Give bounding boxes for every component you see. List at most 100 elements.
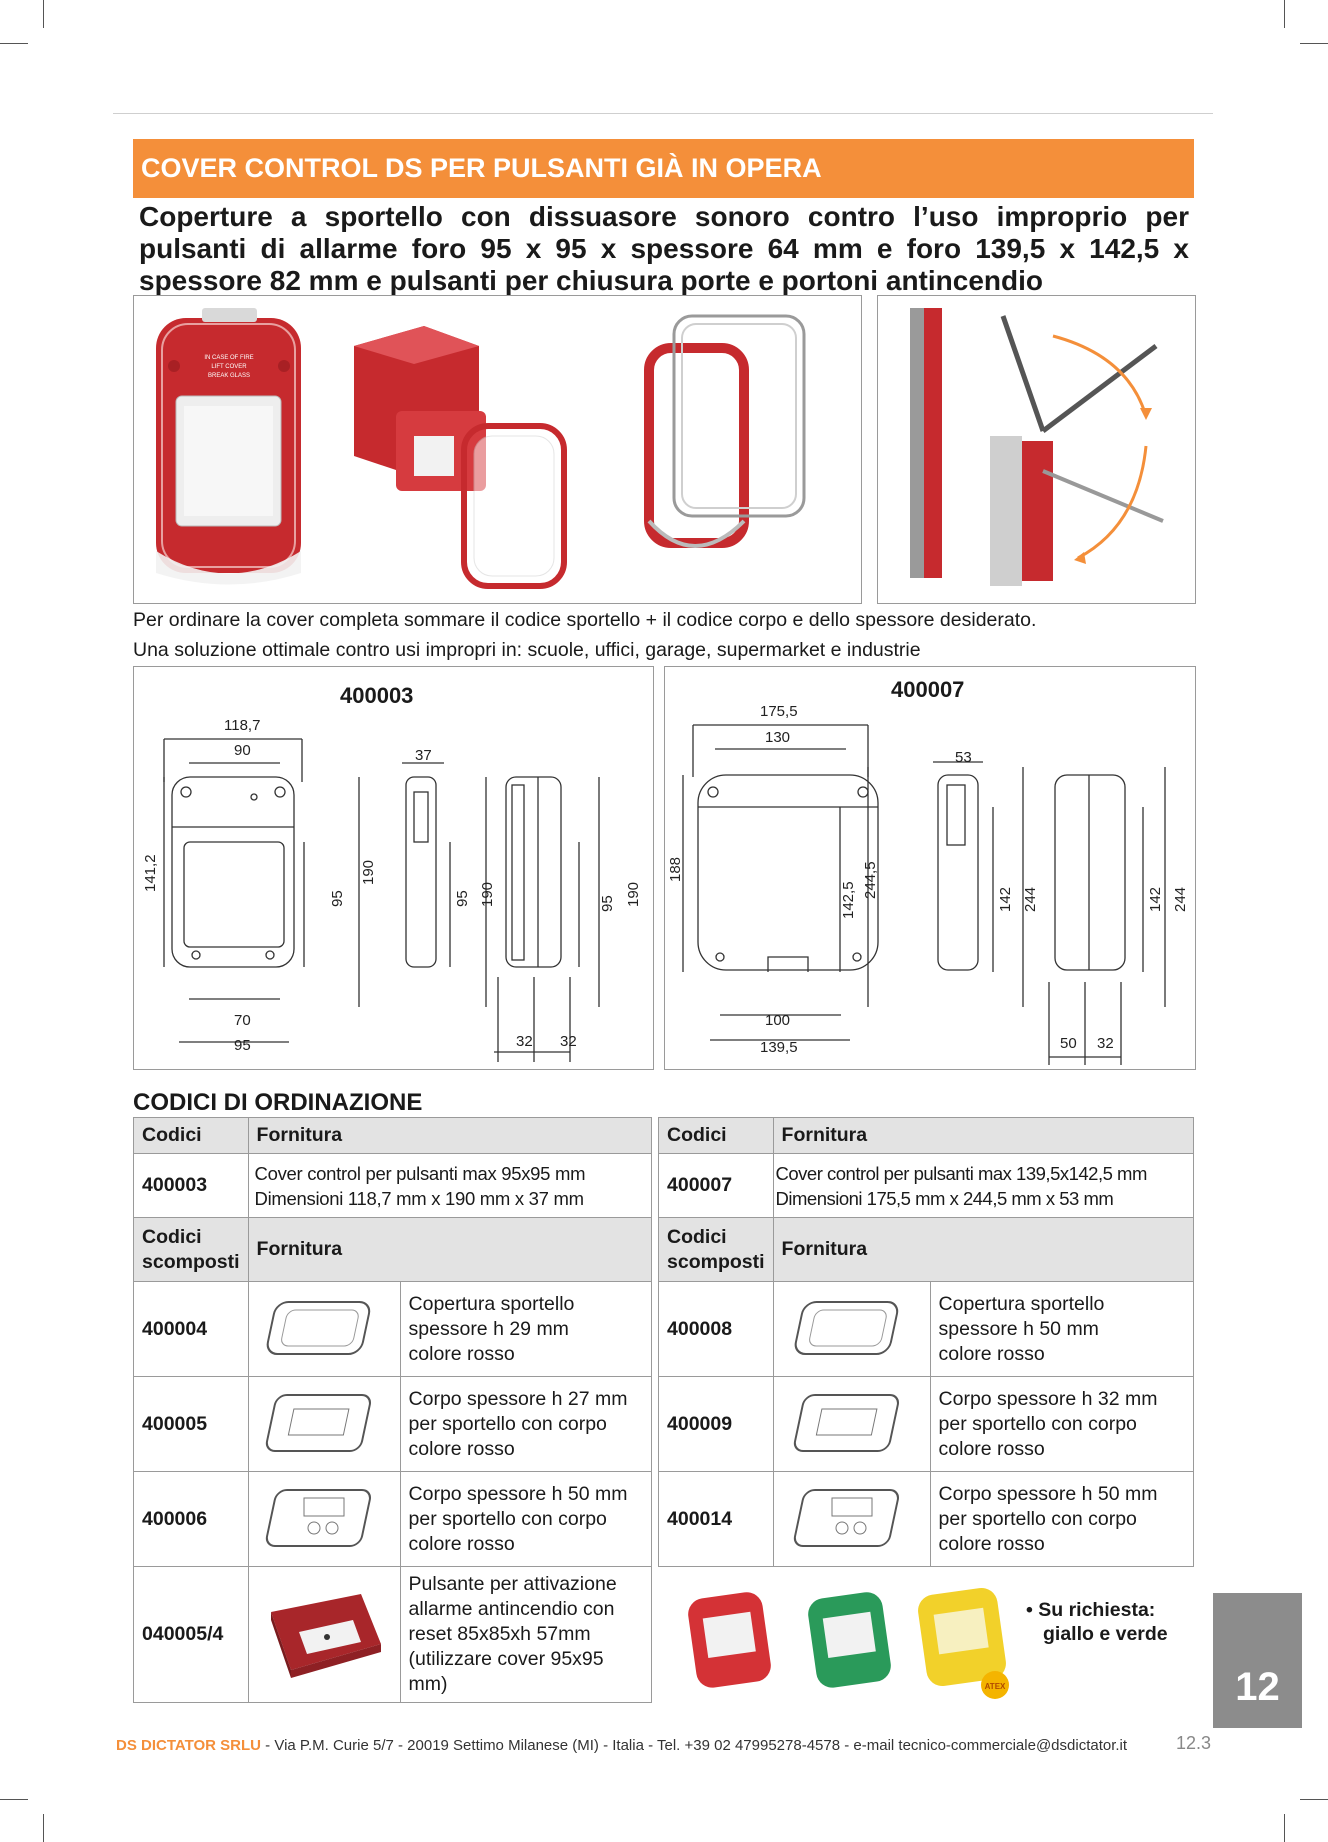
- body-part-icon: [793, 1394, 899, 1452]
- desc-line: Cover control per pulsanti max 95x95 mm: [254, 1162, 586, 1184]
- drawing-title: 400007: [891, 677, 965, 702]
- dim-label: 190: [625, 881, 642, 907]
- desc-line: spessore h 29 mm: [408, 1317, 569, 1340]
- red-variant: [688, 1592, 771, 1688]
- dim-label: 190: [360, 859, 377, 885]
- part-image: [772, 1281, 931, 1377]
- desc-line: Cover control per pulsanti max 139,5x142…: [775, 1162, 1148, 1184]
- desc-line: (utilizzare cover 95x95: [408, 1648, 604, 1670]
- code-cell: 400007: [658, 1153, 774, 1218]
- desc-line: colore rosso: [938, 1342, 1045, 1365]
- code-cell: 400014: [658, 1471, 774, 1567]
- col-header-fornitura: Fornitura: [772, 1117, 1195, 1154]
- atex-badge: ATEX: [985, 1682, 1006, 1691]
- code-cell: 400005: [133, 1376, 249, 1472]
- col-header-codici-scomposti: Codici scomposti: [133, 1217, 249, 1282]
- desc-line: Copertura sportello: [938, 1292, 1105, 1315]
- dim-label: 175,5: [760, 703, 798, 720]
- desc-line: colore rosso: [408, 1342, 515, 1365]
- desc-line: colore rosso: [938, 1532, 1045, 1555]
- dim-label: 139,5: [760, 1039, 798, 1056]
- desc-line: Corpo spessore h 50 mm: [408, 1482, 628, 1505]
- dim-label: 130: [765, 729, 791, 746]
- body-part-icon: [793, 1489, 899, 1547]
- footer-contact: - Via P.M. Curie 5/7 - 20019 Settimo Mil…: [261, 1737, 1128, 1754]
- cover-exploded-photo: [354, 326, 567, 589]
- usage-note: Una soluzione ottimale contro usi improp…: [133, 639, 921, 661]
- part-image: [247, 1281, 401, 1377]
- on-request-note: • Su richiesta: giallo e verde: [1026, 1599, 1168, 1645]
- col-header-fornitura: Fornitura: [247, 1117, 653, 1154]
- product-hinge-photo-box: [877, 295, 1196, 604]
- section-subtitle: Coperture a sportello con dissuasore son…: [139, 201, 1189, 296]
- green-variant: [808, 1592, 891, 1688]
- page-footer: DS DICTATOR SRLU - Via P.M. Curie 5/7 - …: [116, 1737, 1127, 1754]
- dim-label: 95: [599, 895, 616, 912]
- code-cell: 040005/4: [133, 1566, 249, 1703]
- dim-label: 244: [1172, 886, 1189, 912]
- ordering-table-left: Codici Fornitura 400003 Cover control pe…: [133, 1117, 653, 1703]
- crop-mark: [0, 1799, 28, 1800]
- code-cell: 400006: [133, 1471, 249, 1567]
- desc-line: Dimensioni 118,7 mm x 190 mm x 37 mm: [254, 1187, 584, 1209]
- dim-label: 37: [415, 747, 432, 764]
- col-header-codici-scomposti: Codici scomposti: [658, 1217, 774, 1282]
- call-point-icon: [271, 1593, 382, 1678]
- desc-line: Corpo spessore h 32 mm: [938, 1387, 1158, 1410]
- crop-mark: [1300, 1799, 1328, 1800]
- code-cell: 400004: [133, 1281, 249, 1377]
- dim-label: 53: [955, 749, 972, 766]
- dim-label: 190: [479, 881, 496, 907]
- dim-label: 95: [234, 1037, 251, 1054]
- dim-label: 90: [234, 742, 251, 759]
- desc-line: allarme antincendio con: [408, 1598, 615, 1620]
- cover-open-photo: [644, 314, 806, 548]
- col-header-fornitura: Fornitura: [772, 1217, 1195, 1282]
- chapter-tab: 12: [1213, 1593, 1302, 1728]
- col-header-codici: Codici: [658, 1117, 774, 1154]
- crop-mark: [43, 0, 44, 28]
- dim-label: 32: [560, 1033, 577, 1050]
- top-rule: [113, 113, 1213, 114]
- crop-mark: [43, 1814, 44, 1842]
- page-number: 12.3: [1176, 1733, 1212, 1753]
- dim-label: 142: [997, 886, 1014, 912]
- desc-line: mm): [408, 1673, 448, 1695]
- part-image: [772, 1471, 931, 1567]
- drawing-400007: 400007: [664, 666, 1196, 1070]
- dim-label: 188: [667, 856, 684, 882]
- desc-line: per sportello con corpo: [408, 1412, 607, 1435]
- desc-line: spessore h 50 mm: [938, 1317, 1099, 1340]
- desc-line: reset 85x85xh 57mm: [408, 1623, 591, 1645]
- crop-mark: [1284, 1814, 1285, 1842]
- drawing-title: 400003: [340, 683, 414, 708]
- svg-text:LIFT COVER: LIFT COVER: [211, 364, 247, 370]
- desc-line: Pulsante per attivazione: [408, 1573, 617, 1595]
- dim-label: 142,5: [840, 881, 857, 919]
- drawing-400007-lines: [682, 724, 1166, 1065]
- crop-mark: [0, 43, 28, 44]
- ordering-table-right: Codici Fornitura 400007 Cover control pe…: [658, 1117, 1195, 1567]
- part-image: [247, 1376, 401, 1472]
- yellow-variant: ATEX: [918, 1587, 1009, 1699]
- desc-line: Copertura sportello: [408, 1292, 575, 1315]
- product-photos: IN CASE OF FIRE LIFT COVER BREAK GLASS: [156, 308, 806, 589]
- desc-line: colore rosso: [408, 1532, 515, 1555]
- dim-label: 244: [1022, 886, 1039, 912]
- col-header-fornitura: Fornitura: [247, 1217, 653, 1282]
- crop-mark: [1300, 43, 1328, 44]
- desc-line: colore rosso: [938, 1437, 1045, 1460]
- color-variants: ATEX: [688, 1587, 1009, 1699]
- dim-label: 95: [454, 890, 471, 907]
- drawing-400003: 400003: [133, 666, 654, 1070]
- dim-label: 70: [234, 1012, 251, 1029]
- cover-part-icon: [266, 1301, 371, 1355]
- desc-line: per sportello con corpo: [938, 1507, 1137, 1530]
- dim-label: 32: [1097, 1035, 1114, 1052]
- code-cell: 400009: [658, 1376, 774, 1472]
- order-note: Per ordinare la cover completa sommare i…: [133, 609, 1037, 631]
- body-part-icon: [265, 1489, 372, 1547]
- body-part-icon: [265, 1394, 372, 1452]
- dim-label: 100: [765, 1012, 791, 1029]
- dim-label: 32: [516, 1033, 533, 1050]
